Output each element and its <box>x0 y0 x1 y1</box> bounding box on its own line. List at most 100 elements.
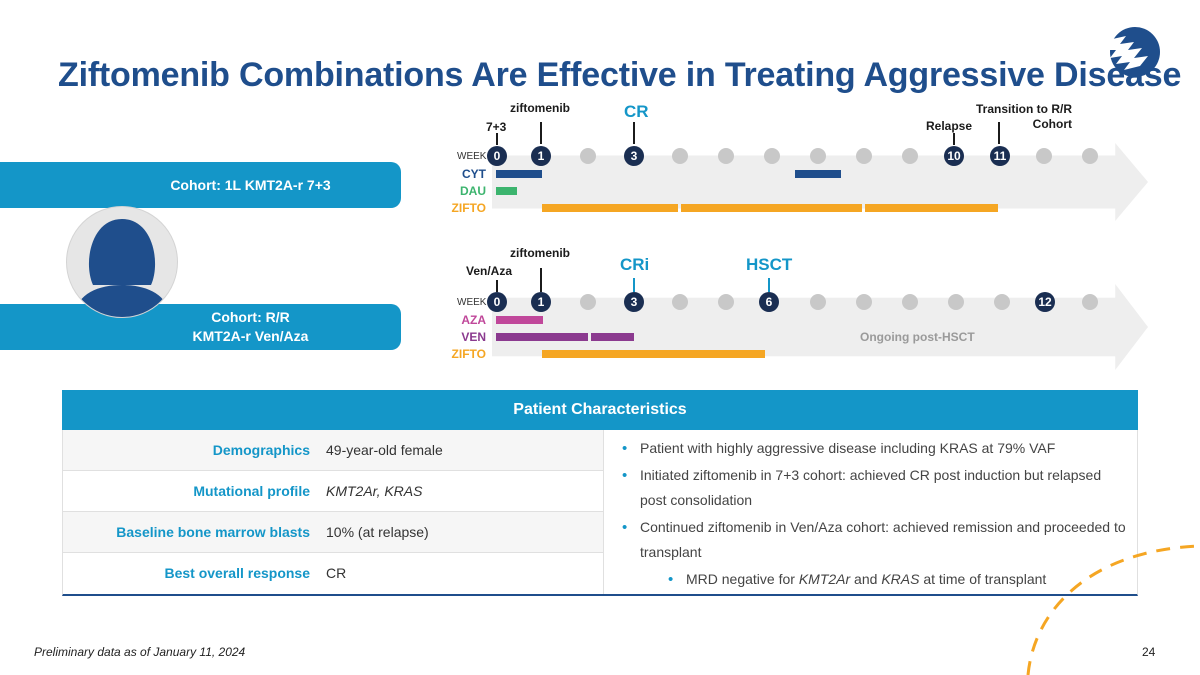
row-label-aza: AZA <box>461 313 486 327</box>
week-dot <box>902 294 918 310</box>
row-label-zifto: ZIFTO <box>451 347 486 361</box>
bullet-item: Patient with highly aggressive disease i… <box>622 436 1127 461</box>
sub-bullet-kmt2ar: KMT2Ar <box>798 571 851 587</box>
week-dot <box>764 148 780 164</box>
ongoing-post-hsct: Ongoing post-HSCT <box>860 330 975 344</box>
marker-line-10 <box>953 133 955 145</box>
week-dot <box>672 294 688 310</box>
cyt-bar <box>795 170 841 178</box>
week-marker: 12 <box>1035 292 1055 312</box>
bullet-item: Initiated ziftomenib in 7+3 cohort: achi… <box>622 463 1127 513</box>
row-label-zifto: ZIFTO <box>451 201 486 215</box>
sub-bullet-kras: KRAS <box>881 571 920 587</box>
bullet-item: Continued ziftomenib in Ven/Aza cohort: … <box>622 515 1127 565</box>
week-marker: 1 <box>531 292 551 312</box>
week-dot <box>580 148 596 164</box>
zifto-bar <box>542 204 678 212</box>
week-label-2: WEEK <box>457 297 487 308</box>
row-label-ven: VEN <box>461 330 486 344</box>
marker-line-11 <box>998 122 1000 144</box>
ven-bar <box>496 333 588 341</box>
table-row: Mutational profile KMT2Ar, KRAS <box>63 471 603 512</box>
week-marker: 11 <box>990 146 1010 166</box>
decorative-dashed-curve <box>1026 544 1200 675</box>
cohort-rr-ven-aza: Cohort: R/R KMT2A-r Ven/Aza <box>0 304 401 350</box>
row-value: CR <box>326 565 347 581</box>
table-header: Patient Characteristics <box>62 390 1138 430</box>
zifto-bar <box>542 350 765 358</box>
week-marker: 3 <box>624 146 644 166</box>
week-dot <box>810 294 826 310</box>
marker-line-6 <box>768 278 770 292</box>
table-row: Demographics 49-year-old female <box>63 430 603 471</box>
row-value: 49-year-old female <box>326 442 443 458</box>
label-ven-aza: Ven/Aza <box>466 264 513 278</box>
table-body: Demographics 49-year-old female Mutation… <box>62 430 1138 596</box>
week-dot <box>1082 148 1098 164</box>
aza-bar <box>496 316 543 324</box>
row-label-dau: DAU <box>460 184 486 198</box>
row-value: 10% (at relapse) <box>326 524 429 540</box>
row-key: Best overall response <box>164 565 310 581</box>
row-key: Baseline bone marrow blasts <box>116 524 310 540</box>
row-key: Demographics <box>212 442 310 458</box>
page-title: Ziftomenib Combinations Are Effective in… <box>58 56 1182 94</box>
week-marker: 10 <box>944 146 964 166</box>
page-number: 24 <box>1142 645 1156 659</box>
row-key: Mutational profile <box>193 483 310 499</box>
week-label-1: WEEK <box>457 151 487 162</box>
week-marker: 1 <box>531 146 551 166</box>
week-dot <box>672 148 688 164</box>
logo-icon <box>1106 27 1160 77</box>
sub-bullet-mid: and <box>850 571 882 587</box>
marker-line-3 <box>633 278 635 292</box>
zifto-bar <box>865 204 998 212</box>
label-seven-three: 7+3 <box>486 120 507 134</box>
week-dot <box>1036 148 1052 164</box>
characteristics-list: Demographics 49-year-old female Mutation… <box>63 430 604 594</box>
week-dot <box>580 294 596 310</box>
label-cr: CR <box>624 102 649 121</box>
week-dot <box>718 294 734 310</box>
week-marker: 3 <box>624 292 644 312</box>
marker-line-1 <box>540 122 542 144</box>
cohort-2-text-line2: KMT2A-r Ven/Aza <box>192 328 309 344</box>
table-row: Baseline bone marrow blasts 10% (at rela… <box>63 512 603 553</box>
week-dot <box>994 294 1010 310</box>
marker-line-3 <box>633 122 635 144</box>
week-dot <box>856 294 872 310</box>
cohort-1l-7plus3: Cohort: 1L KMT2A-r 7+3 <box>0 162 401 208</box>
zifto-bar <box>681 204 862 212</box>
label-transition: Transition to R/R Cohort <box>976 102 1072 131</box>
row-label-cyt: CYT <box>462 167 486 181</box>
summary-bullets: Patient with highly aggressive disease i… <box>604 430 1137 594</box>
week-marker: 6 <box>759 292 779 312</box>
avatar <box>66 206 178 318</box>
cohort-2-text-line1: Cohort: R/R <box>211 309 290 325</box>
footer-note: Preliminary data as of January 11, 2024 <box>34 645 246 659</box>
sub-bullet-item: MRD negative for KMT2Ar and KRAS at time… <box>668 567 1127 592</box>
table-row: Best overall response CR <box>63 553 603 593</box>
patient-characteristics-table: Patient Characteristics Demographics 49-… <box>62 390 1138 596</box>
label-ziftomenib-2: ziftomenib <box>510 246 570 260</box>
label-hsct: HSCT <box>746 255 793 274</box>
week-marker: 0 <box>487 292 507 312</box>
week-dot <box>948 294 964 310</box>
avatar-icon <box>73 219 171 317</box>
week-dot <box>718 148 734 164</box>
dau-bar <box>496 187 517 195</box>
cohort-1-text: Cohort: 1L KMT2A-r 7+3 <box>170 177 331 193</box>
sub-bullet-pre: MRD negative for <box>686 571 799 587</box>
ven-bar <box>591 333 634 341</box>
cyt-bar <box>496 170 542 178</box>
label-relapse: Relapse <box>926 119 973 133</box>
sub-bullet-post: at time of transplant <box>919 571 1047 587</box>
row-value: KMT2Ar, KRAS <box>326 483 423 499</box>
marker-line-0 <box>496 280 498 292</box>
week-dot <box>856 148 872 164</box>
week-dot <box>810 148 826 164</box>
week-marker: 0 <box>487 146 507 166</box>
label-cri: CRi <box>620 255 650 274</box>
marker-line-1 <box>540 268 542 292</box>
marker-line-0 <box>496 133 498 145</box>
